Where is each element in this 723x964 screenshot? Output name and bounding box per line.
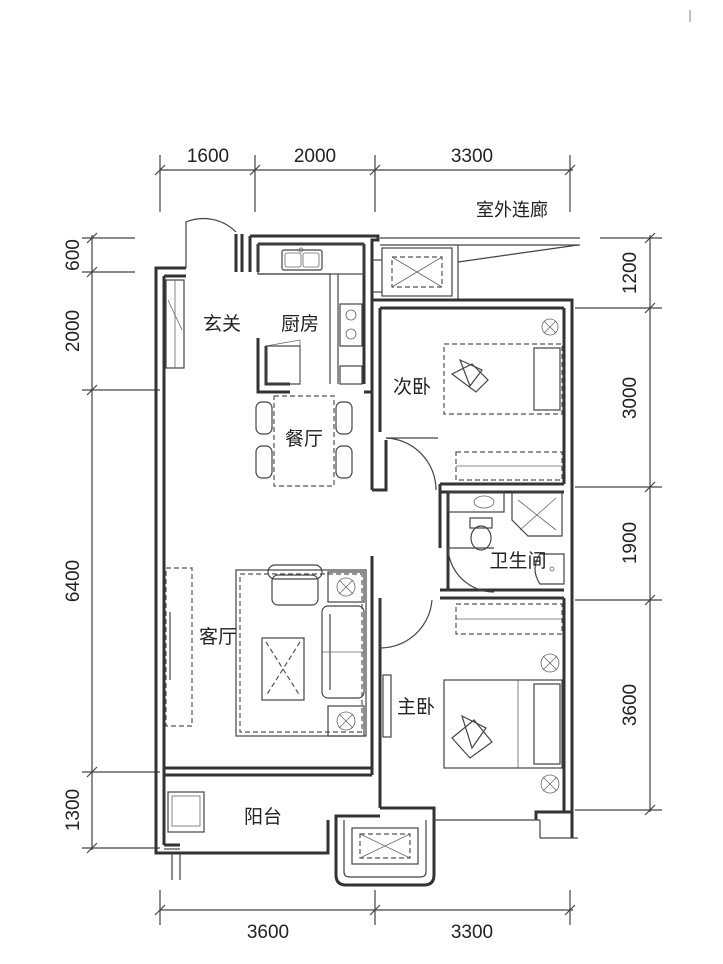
dimension-left: 600 2000 6400 1300 <box>63 232 160 854</box>
dim-top-1: 1600 <box>187 146 229 167</box>
master-bedroom-furniture <box>382 603 563 794</box>
dim-bottom-2: 3300 <box>451 922 493 943</box>
label-bathroom: 卫生间 <box>489 550 546 572</box>
dim-left-4: 1300 <box>63 789 84 831</box>
dim-right-4: 3600 <box>620 684 641 726</box>
bathroom-fixtures <box>447 491 565 585</box>
dim-right-3: 1900 <box>620 522 641 564</box>
outdoor-corridor: 室外连廊 <box>380 10 691 300</box>
room-labels: 玄关 厨房 餐厅 次卧 卫生间 客厅 主卧 阳台 <box>199 313 547 828</box>
dim-top-3: 3300 <box>451 146 493 167</box>
dim-left-2: 2000 <box>63 310 84 352</box>
label-living-room: 客厅 <box>199 626 237 648</box>
dimension-bottom: 3600 3300 <box>154 890 576 943</box>
second-bedroom-furniture <box>443 318 563 481</box>
doors <box>165 217 495 649</box>
balcony-bay-window <box>334 819 578 887</box>
dimension-top: 1600 2000 3300 <box>154 146 576 212</box>
balcony-fixtures <box>167 791 205 833</box>
dining-table-set <box>255 395 353 487</box>
label-corridor: 室外连廊 <box>476 200 548 221</box>
dim-left-1: 600 <box>63 239 84 271</box>
dimension-right: 1200 3000 1900 3600 <box>575 232 662 816</box>
kitchen-fixtures <box>257 243 365 385</box>
label-second-bedroom: 次卧 <box>393 376 431 398</box>
dim-right-1: 1200 <box>620 252 641 294</box>
living-room-furniture <box>165 564 367 737</box>
label-kitchen: 厨房 <box>281 313 319 335</box>
dim-top-2: 2000 <box>294 146 336 167</box>
label-balcony: 阳台 <box>244 806 282 828</box>
label-dining: 餐厅 <box>285 428 323 450</box>
dim-right-2: 3000 <box>620 377 641 419</box>
label-master-bedroom: 主卧 <box>397 696 435 718</box>
label-foyer: 玄关 <box>203 313 241 335</box>
dim-bottom-1: 3600 <box>247 922 289 943</box>
dim-left-3: 6400 <box>63 560 84 602</box>
